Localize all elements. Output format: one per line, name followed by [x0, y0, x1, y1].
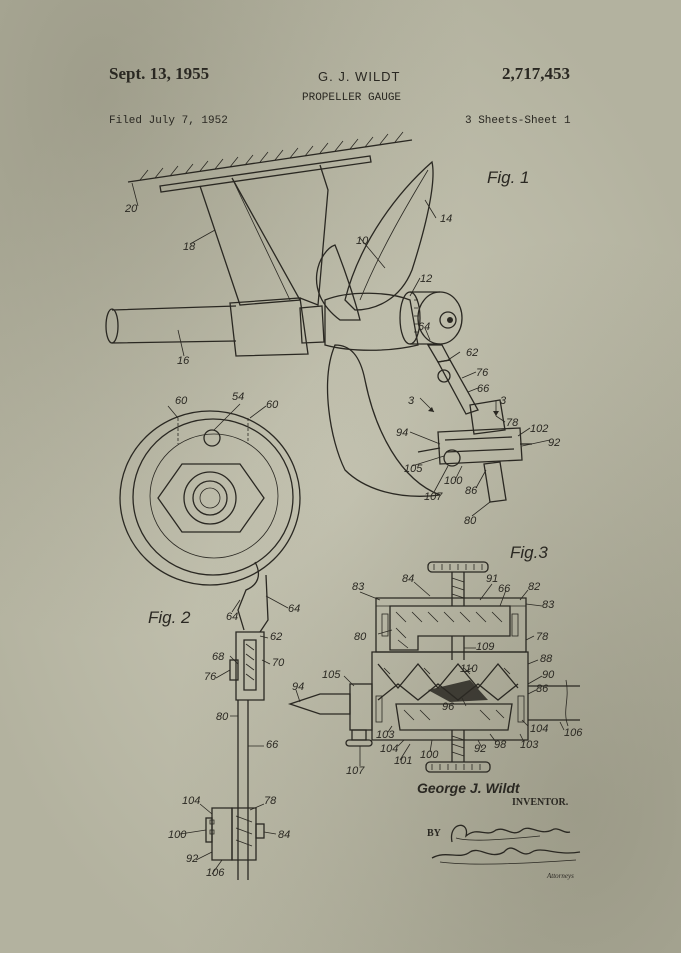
f2-ref-54: 54 — [232, 391, 244, 403]
f3-ref-109: 109 — [476, 641, 494, 653]
ref-16: 16 — [177, 355, 190, 367]
by-label: BY — [427, 828, 441, 839]
f3-ref-106: 106 — [564, 727, 583, 739]
attorney-signatures — [431, 824, 581, 865]
ref-80: 80 — [464, 515, 477, 527]
f2-ref-66: 66 — [266, 739, 279, 751]
fig-1-label: Fig. 1 — [487, 168, 530, 187]
f2-ref-76: 76 — [204, 671, 217, 683]
ref-86: 86 — [465, 485, 478, 497]
f2-ref-106: 106 — [206, 867, 225, 879]
ref-10: 10 — [356, 235, 369, 247]
ref-64: 64 — [418, 321, 430, 333]
fig-3-label: Fig.3 — [510, 543, 548, 562]
f2-ref-68: 68 — [212, 651, 225, 663]
f3-ref-82: 82 — [528, 581, 540, 593]
ref-20: 20 — [124, 203, 138, 215]
f3-ref-86: 86 — [536, 683, 549, 695]
patent-number: 2,717,453 — [502, 64, 570, 83]
ref-12: 12 — [420, 273, 432, 285]
filed-date: Filed July 7, 1952 — [109, 115, 228, 127]
attorneys-label: Attorneys — [547, 872, 574, 880]
figure-1-drawing: 20 18 16 10 14 12 64 62 76 66 3 3 78 102… — [105, 131, 560, 527]
ref-3-right: 3 — [500, 395, 507, 407]
f3-ref-101: 101 — [394, 755, 412, 767]
f3-ref-96: 96 — [442, 701, 455, 713]
f2-ref-104: 104 — [182, 795, 200, 807]
ref-3-left: 3 — [408, 395, 415, 407]
patent-date: Sept. 13, 1955 — [109, 64, 210, 83]
inventor-header: G. J. WILDT — [318, 69, 401, 84]
f2-ref-60-left: 60 — [175, 395, 188, 407]
ref-18: 18 — [183, 241, 196, 253]
sheet-count: 3 Sheets-Sheet 1 — [465, 115, 571, 127]
f3-ref-103-right: 103 — [520, 739, 539, 751]
f2-ref-70: 70 — [272, 657, 285, 669]
figure-3-drawing: 83 84 91 66 82 83 80 109 78 88 105 110 9… — [287, 561, 583, 777]
f3-ref-107: 107 — [346, 765, 365, 777]
f2-ref-100: 100 — [168, 829, 187, 841]
f3-ref-83-right: 83 — [542, 599, 555, 611]
f2-ref-80: 80 — [216, 711, 229, 723]
figure-2-drawing: 60 54 60 64 64 62 68 70 76 80 66 104 78 … — [119, 391, 301, 880]
ref-92: 92 — [548, 437, 560, 449]
f3-ref-98: 98 — [494, 739, 507, 751]
f3-ref-105: 105 — [322, 669, 341, 681]
fig-2-label: Fig. 2 — [148, 608, 191, 627]
f3-ref-90: 90 — [542, 669, 555, 681]
f3-ref-80: 80 — [354, 631, 367, 643]
ref-94: 94 — [396, 427, 408, 439]
f3-ref-92: 92 — [474, 743, 486, 755]
f2-ref-60-right: 60 — [266, 399, 279, 411]
f2-ref-84: 84 — [278, 829, 290, 841]
f3-ref-91: 91 — [486, 573, 498, 585]
inventor-signature-name: George J. Wildt — [417, 780, 520, 796]
ref-66: 66 — [477, 383, 490, 395]
f2-ref-64-right: 64 — [288, 603, 300, 615]
ref-105: 105 — [404, 463, 423, 475]
patent-title: PROPELLER GAUGE — [302, 92, 402, 104]
ref-14: 14 — [440, 213, 452, 225]
ref-62: 62 — [466, 347, 478, 359]
ref-76: 76 — [476, 367, 489, 379]
ref-78: 78 — [506, 417, 519, 429]
f2-ref-64-left: 64 — [226, 611, 238, 623]
inventor-role: INVENTOR. — [512, 797, 569, 808]
f2-ref-62: 62 — [270, 631, 282, 643]
f3-ref-100: 100 — [420, 749, 439, 761]
f3-ref-104-left: 104 — [380, 743, 398, 755]
f3-ref-104-right: 104 — [530, 723, 548, 735]
f3-ref-83-left: 83 — [352, 581, 365, 593]
ref-102: 102 — [530, 423, 548, 435]
f3-ref-66: 66 — [498, 583, 511, 595]
f3-ref-84: 84 — [402, 573, 414, 585]
f3-ref-94: 94 — [292, 681, 304, 693]
f3-ref-88: 88 — [540, 653, 553, 665]
f3-ref-103-left: 103 — [376, 729, 395, 741]
ref-100: 100 — [444, 475, 463, 487]
ref-107: 107 — [424, 491, 443, 503]
f3-ref-78: 78 — [536, 631, 549, 643]
f2-ref-92: 92 — [186, 853, 198, 865]
f3-ref-110: 110 — [460, 663, 478, 675]
f2-ref-78: 78 — [264, 795, 277, 807]
